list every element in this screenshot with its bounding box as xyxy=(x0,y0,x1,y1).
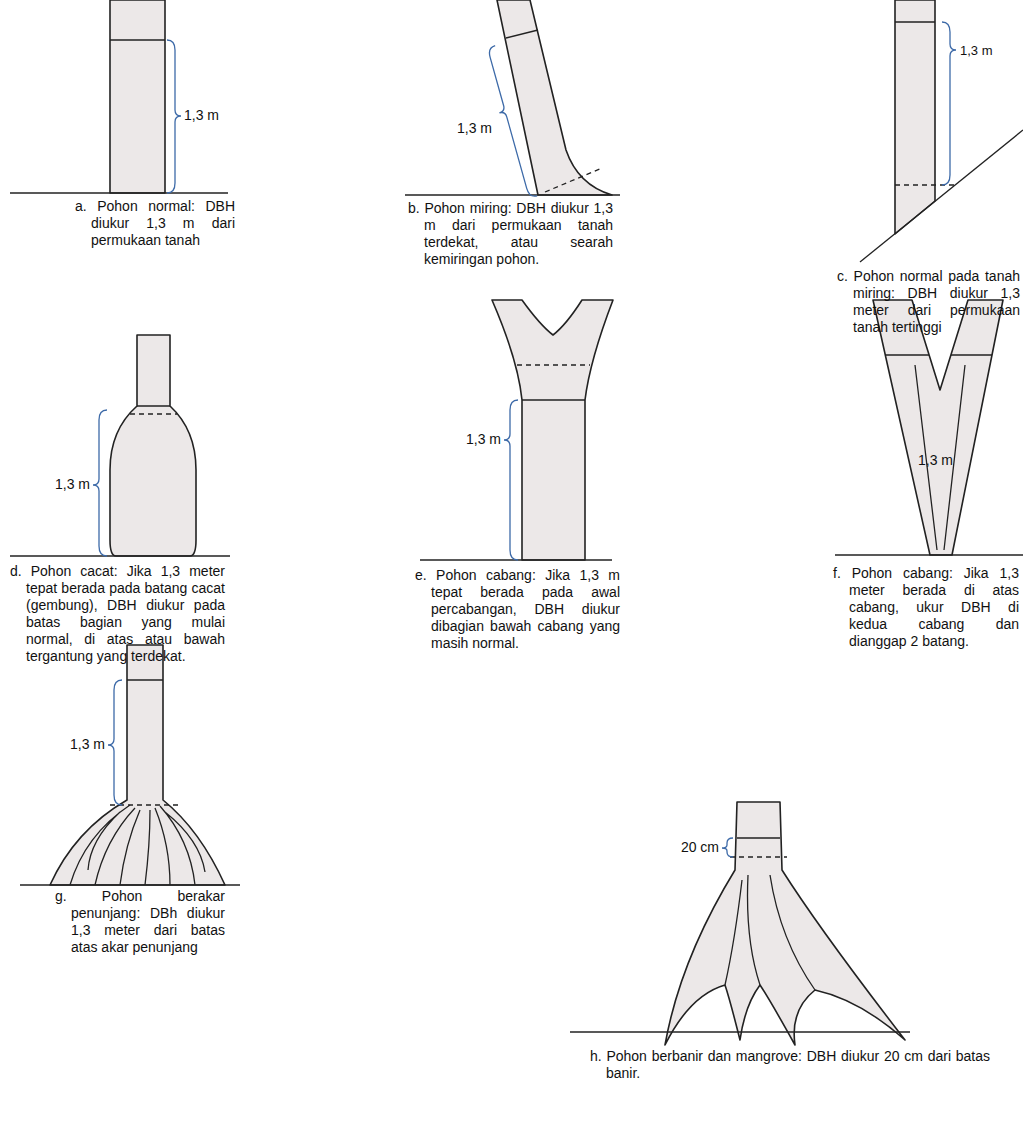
tree-trunk xyxy=(665,802,905,1045)
tree-trunk xyxy=(110,335,196,556)
ground-line xyxy=(20,884,240,885)
brace xyxy=(108,680,122,805)
band-line xyxy=(110,39,165,40)
brace xyxy=(167,40,181,193)
caption-text: c. Pohon normal pada tanah miring: DBH d… xyxy=(837,268,1020,336)
dimension-label: 1,3 m xyxy=(184,107,244,124)
band-line xyxy=(737,837,780,838)
ground-line xyxy=(405,194,620,195)
dbh-line xyxy=(517,364,590,365)
band-line xyxy=(506,30,538,38)
caption-text: h. Pohon berbanir dan mangrove: DBH diuk… xyxy=(590,1048,990,1082)
caption-text: d. Pohon cacat: Jika 1,3 meter tepat ber… xyxy=(10,563,225,665)
dimension-label: 20 cm xyxy=(660,839,719,856)
ground-line xyxy=(570,1031,910,1032)
ground-line xyxy=(860,130,1023,262)
caption-text: e. Pohon cabang: Jika 1,3 m tepat berada… xyxy=(415,567,620,652)
ground-line xyxy=(835,554,1023,555)
band-line xyxy=(522,399,585,400)
dimension-label: 1,3 m xyxy=(960,42,1020,59)
band-line xyxy=(885,354,992,355)
tree-trunk xyxy=(50,645,225,885)
band-line xyxy=(895,21,935,22)
tree-trunk xyxy=(497,0,612,195)
buttress-lines xyxy=(725,875,815,990)
dimension-label: 1,3 m xyxy=(440,431,501,448)
prop-roots xyxy=(70,805,205,885)
tree-trunk xyxy=(492,300,613,560)
tree-trunk xyxy=(895,0,935,234)
caption-text: f. Pohon cabang: Jika 1,3 meter berada d… xyxy=(833,565,1019,650)
tree-trunk xyxy=(110,0,165,193)
dimension-label: 1,3 m xyxy=(30,476,90,493)
dbh-line xyxy=(730,856,787,857)
dbh-line xyxy=(545,168,602,192)
caption-text: a. Pohon normal: DBH diukur 1,3 m dari p… xyxy=(75,198,235,249)
ground-line xyxy=(10,555,230,556)
dimension-label: 1,3 m xyxy=(918,452,968,469)
brace xyxy=(942,22,956,185)
caption-text: g. Pohon berakar penunjang: DBh diukur 1… xyxy=(55,888,225,956)
brace xyxy=(93,410,107,556)
caption-text: b. Pohon miring: DBH diukur 1,3 m dari p… xyxy=(408,200,613,268)
band-line xyxy=(127,679,163,680)
band-line xyxy=(137,405,170,406)
tree-trunk xyxy=(873,300,1003,555)
brace xyxy=(722,838,733,857)
dimension-label: 1,3 m xyxy=(44,736,105,753)
dimension-label: 1,3 m xyxy=(430,120,492,137)
ground-line xyxy=(10,192,228,193)
brace xyxy=(504,400,518,560)
dbh-line xyxy=(130,413,177,414)
